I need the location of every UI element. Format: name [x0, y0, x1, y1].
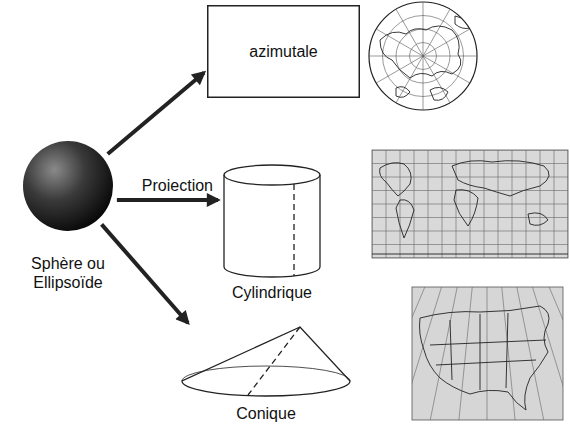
plane-rectangle [208, 6, 360, 98]
cylinder-shape-outline [222, 163, 322, 279]
graticule [372, 204, 568, 205]
edge-label: Proiection [142, 176, 213, 195]
graticule [372, 217, 568, 218]
cylinder [224, 165, 320, 277]
graticule [455, 287, 487, 420]
graticule [372, 244, 568, 245]
graticule [423, 56, 450, 103]
arrow-connector [108, 73, 204, 154]
cone-shape: Conique [180, 326, 352, 402]
graticule [396, 56, 423, 103]
sphere [23, 141, 113, 231]
cylinder-shape: Cylindrique [222, 163, 322, 279]
graticule [487, 287, 488, 420]
azimuthal-map [369, 2, 477, 110]
graticule [412, 287, 487, 420]
arrow-connector [102, 224, 188, 323]
sphere-shape: Sphère ou Ellipsoïde [22, 140, 114, 232]
graticule [423, 9, 450, 56]
graticule [372, 190, 568, 191]
graticule [423, 56, 477, 57]
graticule [423, 287, 487, 420]
shape-label: Conique [180, 404, 352, 423]
cone-shape-outline [180, 326, 352, 402]
shape-label: Sphère ou Ellipsoïde [2, 254, 134, 292]
box-label: azimutale [249, 42, 317, 61]
projection-box: azimutale [207, 5, 360, 98]
graticule [372, 177, 568, 178]
cylindrical-map [372, 150, 568, 258]
conic-map [360, 0, 570, 427]
sphere-shape-outline [22, 140, 114, 232]
shape-label: Cylindrique [212, 283, 332, 302]
graticule [372, 150, 568, 151]
graticule [369, 56, 423, 57]
graticule [376, 29, 423, 56]
graticule [412, 287, 487, 420]
cone [182, 327, 350, 396]
graticule [372, 258, 568, 259]
arrow-connector [117, 198, 218, 202]
graticule [423, 29, 470, 56]
graticule [423, 56, 470, 83]
graticule [423, 56, 424, 110]
